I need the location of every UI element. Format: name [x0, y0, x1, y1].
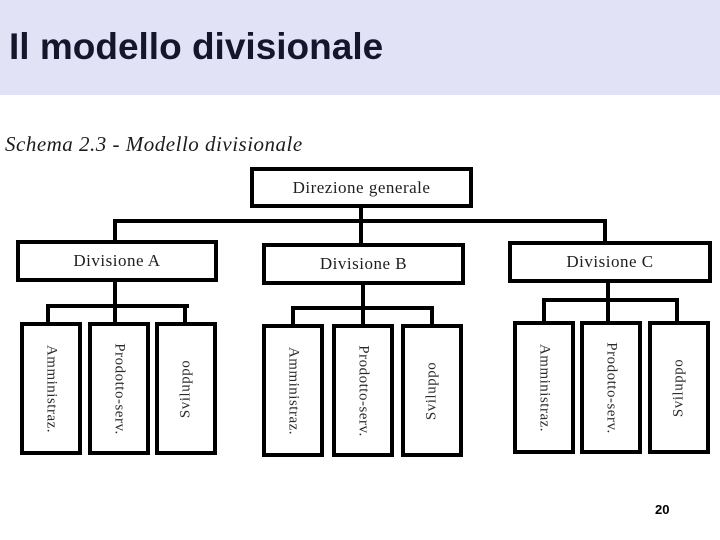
org-box-divisione-c: Divisione C: [508, 241, 712, 283]
connector-b-child3: [430, 308, 434, 324]
org-box-direzione-generale: Direzione generale: [250, 167, 473, 208]
org-subbox-b-prodotto-serv: Prodotto-serv.: [332, 324, 394, 457]
org-subbox-label: Amministraz.: [43, 344, 60, 433]
org-chart-figure: Direzione generale Divisione A Divisione…: [0, 160, 720, 470]
connector-c-child2: [606, 300, 610, 321]
org-subbox-label: Amministraz.: [285, 346, 302, 435]
connector-root-stub: [359, 208, 363, 245]
org-subbox-c-amministraz: Amministraz.: [513, 321, 575, 454]
title-band: [0, 0, 720, 95]
connector-c-hline: [542, 298, 679, 302]
org-subbox-label: Prodotto-serv.: [603, 341, 620, 434]
page-number: 20: [655, 502, 670, 517]
connector-a-child1: [46, 306, 50, 322]
org-subbox-a-sviluppo: Sviluppo: [155, 322, 217, 455]
org-subbox-label: Prodotto-serv.: [355, 344, 372, 437]
connector-c-child3: [675, 300, 679, 321]
org-box-label: Divisione B: [319, 254, 408, 273]
page-title: Il modello divisionale: [9, 26, 384, 67]
connector-c-child1: [542, 300, 546, 321]
org-subbox-label: Sviluppo: [670, 358, 687, 417]
connector-main-hline: [113, 219, 607, 223]
connector-c-stub: [606, 281, 610, 300]
org-subbox-c-sviluppo: Sviluppo: [648, 321, 710, 454]
org-box-divisione-a: Divisione A: [16, 240, 218, 282]
connector-b-stub: [361, 283, 365, 308]
org-subbox-label: Sviluppo: [423, 361, 440, 420]
org-subbox-a-prodotto-serv: Prodotto-serv.: [88, 322, 150, 455]
org-box-label: Divisione C: [566, 252, 654, 271]
org-box-label: Direzione generale: [292, 177, 431, 197]
connector-stub-division-c: [603, 221, 607, 241]
connector-a-stub: [113, 279, 117, 306]
org-subbox-b-sviluppo: Sviluppo: [401, 324, 463, 457]
org-subbox-label: Amministraz.: [536, 343, 553, 432]
connector-a-hline: [46, 304, 189, 308]
org-subbox-label: Prodotto-serv.: [111, 342, 128, 435]
connector-a-child3: [183, 306, 187, 322]
connector-b-child2: [361, 308, 365, 324]
org-box-divisione-b: Divisione B: [262, 243, 465, 285]
figure-caption: Schema 2.3 - Modello divisionale: [5, 132, 303, 156]
connector-b-child1: [291, 308, 295, 324]
connector-a-child2: [113, 306, 117, 322]
org-box-label: Divisione A: [73, 251, 161, 270]
org-subbox-c-prodotto-serv: Prodotto-serv.: [580, 321, 642, 454]
org-subbox-b-amministraz: Amministraz.: [262, 324, 324, 457]
org-subbox-label: Sviluppo: [177, 359, 194, 418]
connector-stub-division-a: [113, 221, 117, 240]
org-subbox-a-amministraz: Amministraz.: [20, 322, 82, 455]
